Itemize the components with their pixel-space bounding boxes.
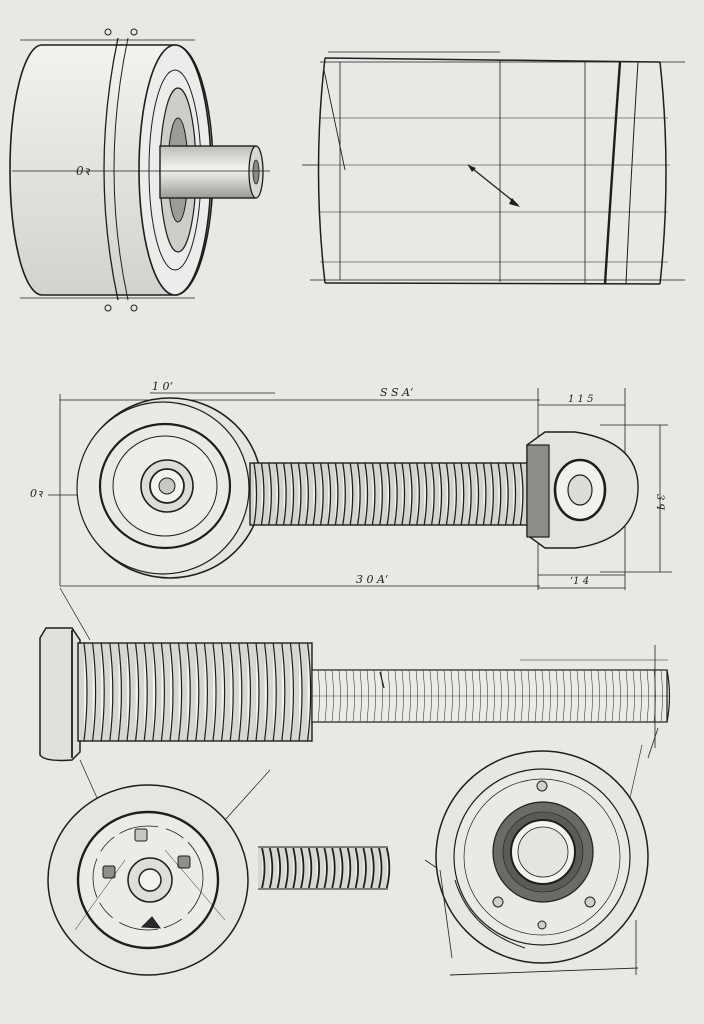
thread-ridge [342, 462, 346, 526]
spring-coil [268, 847, 274, 889]
bolt-right-top-dimension-label: 1 1 5 [568, 394, 593, 405]
thread-ridge [393, 462, 398, 526]
spring-coil [362, 847, 367, 889]
spring-coil [300, 847, 305, 889]
thread-ridge [490, 462, 494, 526]
thread-ridge [100, 642, 105, 742]
thread-ridge [221, 642, 226, 742]
spring-coil [378, 847, 383, 889]
spring-coil [331, 847, 336, 889]
thread-ridge [135, 642, 140, 742]
thread-ridge [255, 642, 260, 742]
thread-ridge [349, 462, 354, 526]
spring-coil [354, 847, 359, 889]
thread-ridge [430, 462, 435, 526]
thread-ridge [282, 462, 287, 526]
thread-ridge [371, 462, 376, 526]
thread-ridge [275, 462, 280, 526]
spring-coil [346, 847, 352, 889]
bottom-disc-view [47, 759, 271, 976]
cylinder-dimension-label: 0ꝛ [76, 164, 91, 178]
thread-ridge [298, 642, 303, 742]
spring-coil [276, 847, 281, 889]
thread-ridge [408, 462, 413, 526]
thread-ridge [289, 642, 294, 742]
thread-ridge [246, 642, 251, 742]
thread-ridge [467, 462, 472, 526]
thread-ridge [160, 642, 165, 742]
thread-ridge [92, 642, 97, 742]
thread-ridge [268, 462, 272, 526]
thread-ridge [482, 462, 487, 526]
thread-ridge [264, 642, 269, 742]
thread-ridge [438, 462, 443, 526]
flange-bearing-view [424, 744, 649, 976]
thread-ridge [356, 462, 361, 526]
thread-ridge [126, 642, 131, 742]
thread-ridge [297, 462, 302, 526]
spring-coil [315, 847, 320, 889]
bolt-top-dimension-label: 1 0ʻ [152, 380, 173, 393]
thread-ridge [203, 642, 208, 742]
thread-ridge [152, 642, 157, 742]
long-threaded-bolt-view [39, 587, 671, 762]
thread-ridge [379, 462, 383, 526]
thread-ridge [195, 642, 200, 742]
thread-ridge [253, 462, 258, 526]
thread-ridge [416, 462, 420, 526]
spring-coil [284, 847, 289, 889]
thread-ridge [178, 642, 183, 742]
thread-ridge [272, 642, 277, 742]
thread-ridge [453, 462, 457, 526]
cylinder-side-elevation-view [302, 51, 685, 285]
thread-ridge [212, 642, 217, 742]
spring-coil [261, 847, 266, 889]
thread-ridge [260, 462, 265, 526]
bolt-length-dimension-label: S S Aʻ [380, 386, 414, 399]
bolt-right-bottom-dimension-label: ʻ1 4 [570, 576, 589, 587]
thread-ridge [519, 462, 524, 526]
thread-ridge [281, 642, 286, 742]
thread-ridge [401, 462, 406, 526]
thread-ridge [386, 462, 391, 526]
thread-ridge [319, 462, 324, 526]
thread-ridge [143, 642, 148, 742]
thread-ridge [423, 462, 428, 526]
thread-ridge [109, 642, 114, 742]
bolt-height-dimension-label: 3 ꟼ [654, 494, 665, 511]
cylinder-with-shaft-view [9, 28, 270, 312]
bolt-bottom-dimension-label: 3 0 Aʻ [356, 573, 389, 586]
spring-coil [307, 847, 313, 889]
thread-ridge [475, 462, 480, 526]
spring-coil [370, 847, 375, 889]
thread-ridge [229, 642, 234, 742]
spring-coil [385, 847, 391, 889]
thread-ridge [83, 642, 88, 742]
coil-spring-view [258, 846, 391, 890]
thread-ridge [327, 462, 332, 526]
thread-ridge [238, 642, 243, 742]
spring-coil [323, 847, 328, 889]
thread-ridge [169, 642, 174, 742]
thread-ridge [290, 462, 295, 526]
thread-ridge [305, 462, 309, 526]
thread-ridge [364, 462, 369, 526]
thread-ridge [512, 462, 517, 526]
thread-ridge [504, 462, 509, 526]
thread-ridge [460, 462, 465, 526]
wheel-bolt-assembly-view [48, 388, 672, 590]
bolt-left-dimension-label: 0ꝛ [30, 487, 43, 500]
spring-coil [339, 847, 344, 889]
spring-coil [292, 847, 297, 889]
thread-ridge [117, 642, 122, 742]
thread-ridge [186, 642, 191, 742]
thread-ridge [497, 462, 502, 526]
thread-ridge [307, 642, 312, 742]
thread-ridge [445, 462, 450, 526]
thread-ridge [312, 462, 317, 526]
thread-ridge [334, 462, 339, 526]
